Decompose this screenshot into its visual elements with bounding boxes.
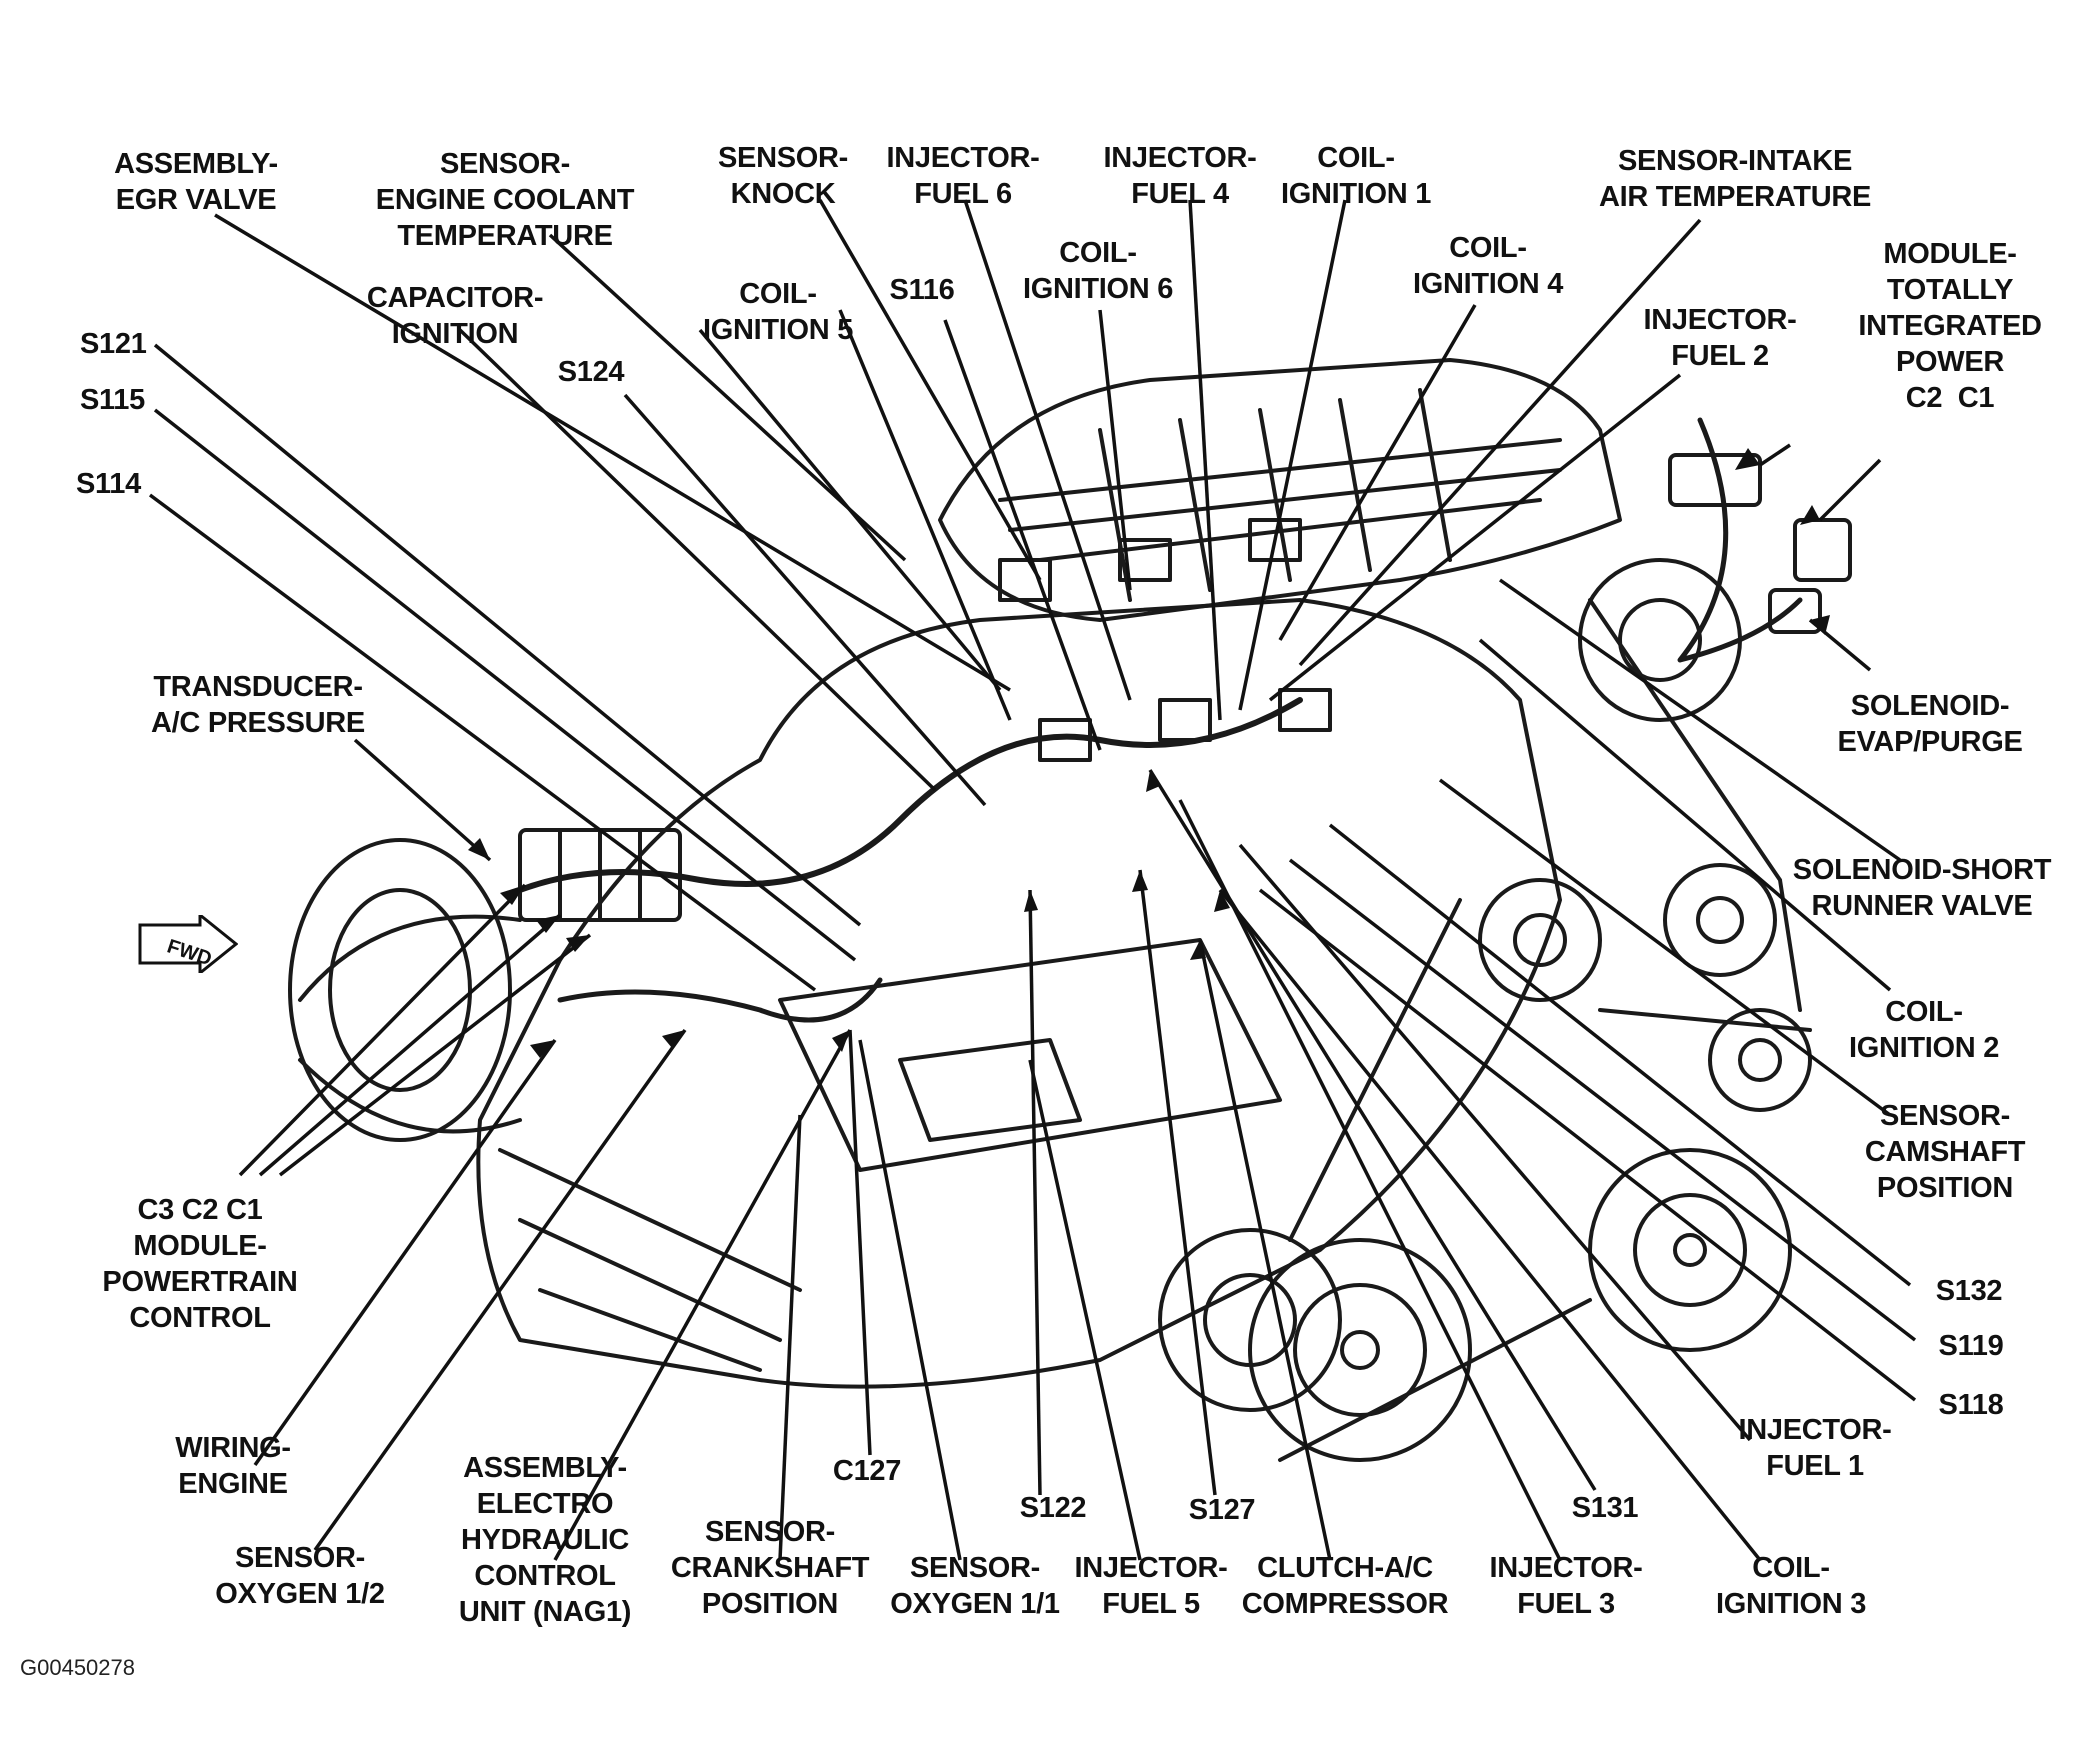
label-coil-ignition-3: COIL- IGNITION 3 (1715, 1552, 1867, 1620)
label-nag1-control-unit: ASSEMBLY- ELECTRO HYDRAULIC CONTROL UNIT… (458, 1452, 632, 1628)
label-camshaft-sensor: SENSOR- CAMSHAFT POSITION (1864, 1100, 2026, 1204)
label-coil-ignition-6: COIL- IGNITION 6 (1022, 237, 1174, 305)
label-s132: S132 (1935, 1275, 2003, 1307)
label-injector-fuel-6: INJECTOR- FUEL 6 (886, 142, 1040, 210)
label-solenoid-evap-purge: SOLENOID- EVAP/PURGE (1837, 690, 2023, 758)
label-s124: S124 (557, 356, 625, 388)
label-s114: S114 (76, 468, 141, 500)
label-oxygen-sensor-1-2: SENSOR- OXYGEN 1/2 (215, 1542, 385, 1610)
label-c127: C127 (832, 1455, 902, 1487)
label-s115: S115 (80, 384, 145, 416)
label-s122: S122 (1019, 1492, 1087, 1524)
label-capacitor-ignition: CAPACITOR- IGNITION (366, 282, 544, 350)
label-s116: S116 (889, 274, 955, 306)
label-coil-ignition-4: COIL- IGNITION 4 (1412, 232, 1564, 300)
label-injector-fuel-3: INJECTOR- FUEL 3 (1489, 1552, 1643, 1620)
label-s121: S121 (80, 328, 147, 360)
label-coil-ignition-1: COIL- IGNITION 1 (1280, 142, 1432, 210)
label-s127: S127 (1188, 1494, 1256, 1526)
label-crankshaft-sensor: SENSOR- CRANKSHAFT POSITION (670, 1516, 870, 1620)
label-clutch-ac-compressor: CLUTCH-A/C COMPRESSOR (1241, 1552, 1449, 1620)
label-s119: S119 (1938, 1330, 2004, 1362)
label-tipm: MODULE- TOTALLY INTEGRATED POWER C2 C1 (1858, 238, 2042, 414)
label-injector-fuel-1: INJECTOR- FUEL 1 (1738, 1414, 1892, 1482)
label-sensor-knock: SENSOR- KNOCK (717, 142, 849, 210)
label-engine-coolant-temp: SENSOR- ENGINE COOLANT TEMPERATURE (375, 148, 635, 252)
label-ac-pressure-transducer: TRANSDUCER- A/C PRESSURE (151, 671, 365, 739)
forward-arrow-icon: FWD (138, 915, 238, 973)
label-injector-fuel-4: INJECTOR- FUEL 4 (1103, 142, 1257, 210)
label-oxygen-sensor-1-1: SENSOR- OXYGEN 1/1 (890, 1552, 1060, 1620)
label-intake-air-temp: SENSOR-INTAKE AIR TEMPERATURE (1598, 145, 1872, 213)
label-s118: S118 (1938, 1389, 2004, 1421)
label-injector-fuel-2: INJECTOR- FUEL 2 (1643, 304, 1797, 372)
label-coil-ignition-5: COIL- IGNITION 5 (702, 278, 854, 346)
label-egr-valve: ASSEMBLY- EGR VALVE (114, 148, 278, 216)
label-wiring-engine: WIRING- ENGINE (175, 1432, 291, 1500)
label-short-runner-valve: SOLENOID-SHORT RUNNER VALVE (1792, 854, 2052, 922)
label-s131: S131 (1571, 1492, 1639, 1524)
label-coil-ignition-2: COIL- IGNITION 2 (1848, 996, 2000, 1064)
label-powertrain-control-module: C3 C2 C1 MODULE- POWERTRAIN CONTROL (102, 1194, 298, 1334)
figure-id: G00450278 (20, 1655, 135, 1680)
label-injector-fuel-5: INJECTOR- FUEL 5 (1074, 1552, 1228, 1620)
